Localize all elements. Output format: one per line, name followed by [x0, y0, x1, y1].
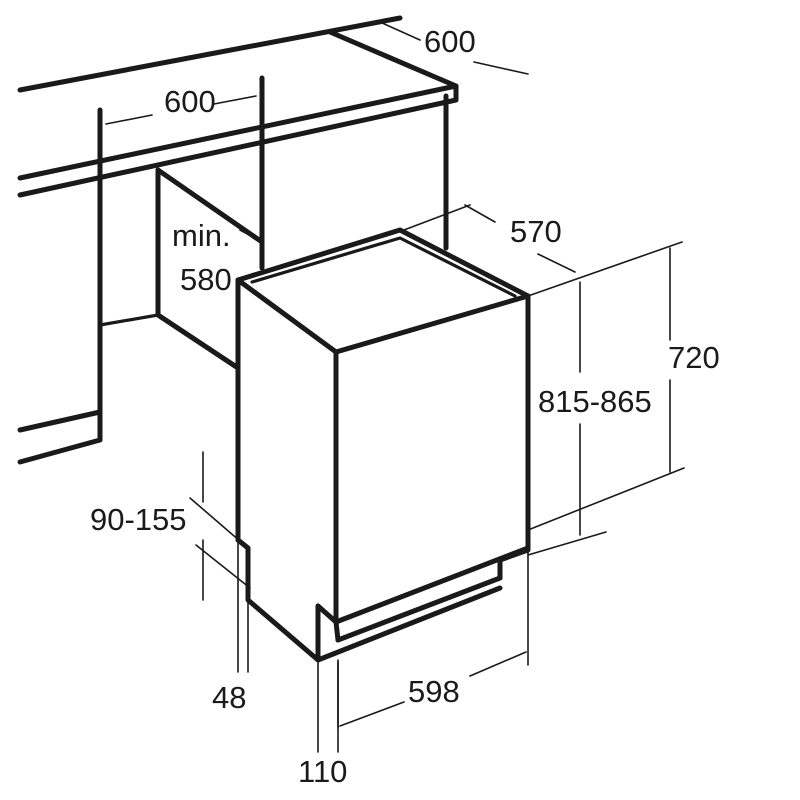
countertop-front: [17, 83, 459, 198]
label-installation-height: 815-865: [538, 384, 652, 419]
countertop-back-edge: [17, 15, 403, 93]
dim-niche-width-line-b: [213, 95, 257, 105]
dishwasher-top-inner: [250, 236, 517, 298]
dim-height-top-ext: [527, 241, 683, 297]
dishwasher-left-bottom: [235, 537, 321, 663]
dishwasher: [235, 227, 531, 663]
dim-appliance-depth-line-a: [403, 204, 471, 231]
dimension-labels: 600 600 min. 580 570 720 815-865 90-155 …: [90, 24, 720, 789]
dim-height-bottom-ext: [527, 467, 685, 531]
countertop: [17, 15, 459, 198]
label-plinth-height: 90-155: [90, 502, 187, 537]
label-foot-offset: 110: [298, 754, 347, 789]
label-appliance-depth: 570: [510, 214, 562, 249]
label-plinth-setback: 48: [212, 680, 246, 715]
label-min: min.: [172, 218, 231, 253]
left-cabinet-floor-line: [98, 313, 160, 327]
label-min-height: 580: [180, 262, 232, 297]
dim-install-floor-ext: [527, 531, 607, 556]
left-cabinet-plinth: [17, 409, 103, 465]
dim-counter-depth-line-a: [379, 21, 421, 41]
plinth-front: [335, 547, 531, 643]
door-bottom-edge: [333, 545, 531, 625]
niche: [155, 75, 449, 371]
label-appliance-width: 598: [408, 674, 460, 709]
niche-back-corner: [155, 167, 241, 371]
foot-left: [315, 603, 341, 643]
dim-appliance-depth-line-b: [464, 204, 496, 223]
dim-plinth-height-ext-bottom: [195, 544, 251, 589]
label-niche-width: 600: [164, 84, 216, 119]
label-appliance-height: 720: [668, 340, 720, 375]
dim-appliance-depth-line-c: [537, 253, 576, 273]
dim-niche-width-line-a: [105, 114, 153, 125]
dim-min-height-tick: [239, 229, 263, 243]
dim-width-line-b: [469, 651, 527, 677]
dimension-lines: [105, 21, 685, 753]
countertop-right-side: [327, 29, 459, 89]
label-counter-depth: 600: [424, 24, 476, 59]
dishwasher-top: [235, 227, 531, 355]
dim-counter-depth-line-b: [473, 61, 529, 75]
dim-width-line-a: [339, 701, 405, 727]
plinth-base: [315, 585, 503, 663]
niche-top-edge: [155, 167, 265, 245]
left-cabinet: [17, 107, 160, 465]
